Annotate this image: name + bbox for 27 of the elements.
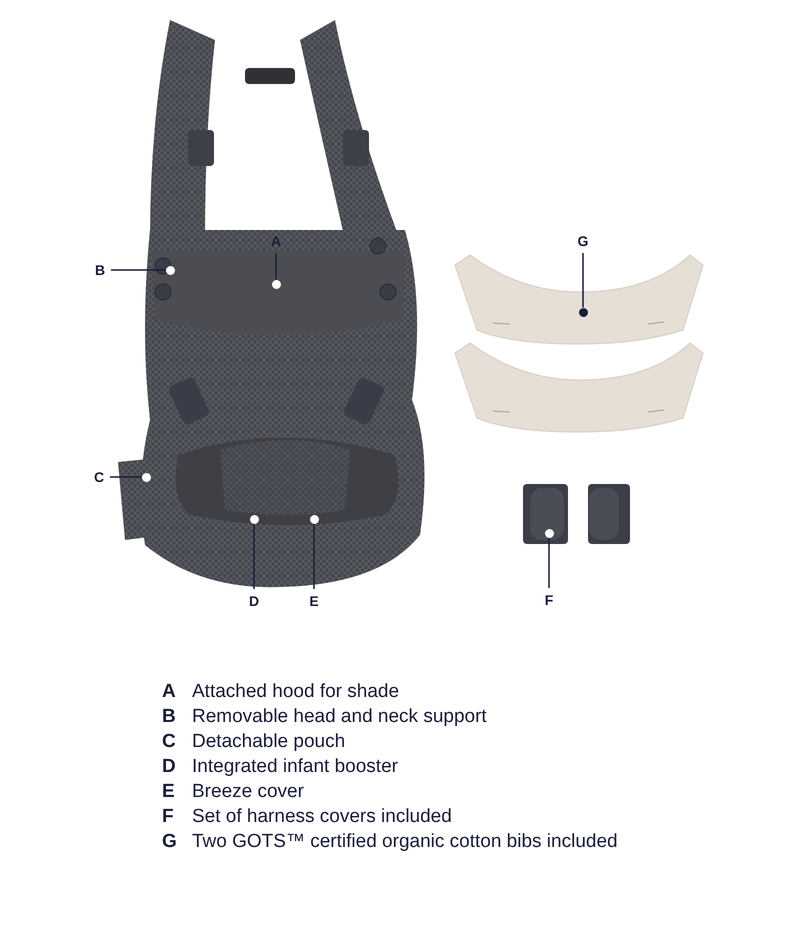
key-description: Attached hood for shade xyxy=(192,681,400,703)
key-description: Removable head and neck support xyxy=(192,706,487,728)
key-letter: A xyxy=(162,681,176,703)
leader-line xyxy=(548,538,550,588)
callout-letter: B xyxy=(93,262,107,278)
leader-line xyxy=(582,253,584,308)
key-letter: B xyxy=(162,706,176,728)
leader-line xyxy=(111,269,166,271)
key-letter: G xyxy=(162,831,177,853)
key-description: Set of harness covers included xyxy=(192,806,452,828)
callout-letter: D xyxy=(247,593,261,609)
callout-letter: E xyxy=(307,593,321,609)
leader-line xyxy=(275,253,277,280)
key-letter: E xyxy=(162,781,175,803)
key-letter: F xyxy=(162,806,174,828)
callout-letter: G xyxy=(576,233,590,249)
key-description: Detachable pouch xyxy=(192,731,346,753)
callout-letter: F xyxy=(542,592,556,608)
key-description: Integrated infant booster xyxy=(192,756,398,778)
key-letter: D xyxy=(162,756,176,778)
leader-line xyxy=(253,524,255,589)
key-description: Breeze cover xyxy=(192,781,304,803)
key-description: Two GOTS™ certified organic cotton bibs included xyxy=(192,831,618,853)
callout-letter: C xyxy=(92,469,106,485)
callout-letter: A xyxy=(269,233,283,249)
key-letter: C xyxy=(162,731,176,753)
leader-line xyxy=(110,476,142,478)
